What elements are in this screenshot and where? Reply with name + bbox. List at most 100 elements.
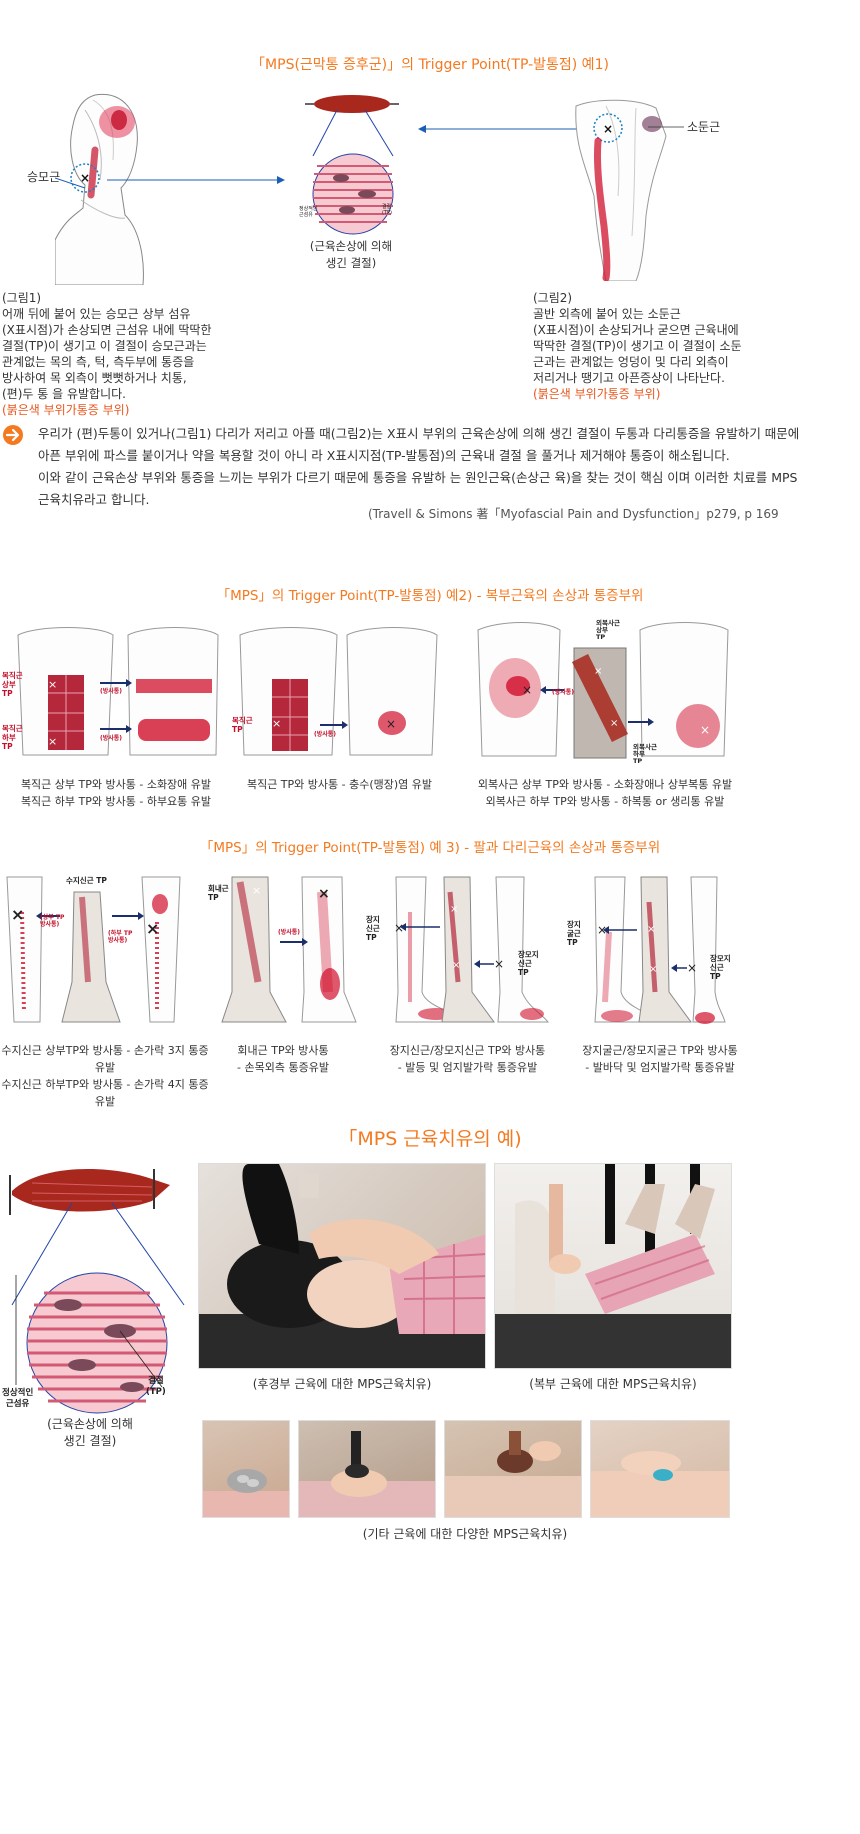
svg-text:×: × (494, 957, 504, 971)
label-oblique-upper-tp: 외복사근 상부 TP (596, 619, 620, 641)
s3-panel1-caption: 수지신근 상부TP와 방사통 - 손가락 3지 통증유발 수지신근 하부TP와 … (0, 1042, 210, 1110)
bottom-caption: (기타 근육에 대한 다양한 MPS근육치유) (362, 1527, 568, 1541)
fig1-line: 관계없는 목의 측, 턱, 측두부에 통증을 (2, 355, 195, 369)
muscle-nodule-illustration (9, 1169, 185, 1414)
section4-title: 「MPS 근육치유의 예) (338, 1128, 522, 1150)
body-line: 이와 같이 근육손상 부위와 통증을 느끼는 부위가 다르기 때문에 통증을 유… (38, 470, 798, 485)
label-rectus-upper-tp: 복직근 상부 TP (2, 671, 23, 698)
photo1-caption: (후경부 근육에 대한 MPS근육치유) (252, 1377, 432, 1391)
svg-text:×: × (522, 683, 532, 697)
label-hallucis-extensor-tp: 장모지 신근 TP (518, 950, 539, 977)
label-trapezius: 승모근 (27, 170, 61, 184)
rectus-abdominis-appendicitis-illustration: × × (239, 627, 438, 756)
fig1-description: (그림1) 어깨 뒤에 붙어 있는 승모근 상부 섬유 (X표시점)가 손상되면… (2, 290, 212, 418)
svg-text:×: × (252, 884, 261, 897)
caption-line: 장지굴근/장모지굴근 TP와 방사통 (582, 1044, 738, 1057)
fig2-line: 저리거나 땡기고 아픈증상이 나타난다. (533, 371, 725, 385)
label-gluteus-minimus: 소둔근 (687, 120, 721, 134)
svg-text:×: × (80, 171, 90, 185)
fig2-line: (X표시점)이 손상되거나 굳으면 근육내에 (533, 323, 739, 337)
fig1-line: 결절(TP)이 생기고 이 결절이 승모근과는 (2, 339, 207, 353)
label-oblique-lower-tp: 외복사근 하부 TP (633, 743, 657, 765)
photo-small-3 (444, 1420, 582, 1518)
photo-abdomen-treatment (494, 1163, 732, 1369)
label-hallucis-extensor-tp: 장모지 신근 TP (710, 954, 731, 981)
svg-text:×: × (649, 964, 657, 975)
body-line: 근육치유라고 합니다. (38, 492, 150, 507)
label-rectus-tp: 복직근 TP (232, 716, 253, 734)
fig1-line: 방사하여 목 외측이 뻣뻣하거나 치통, (2, 371, 187, 385)
pronator-illustration: × × (221, 876, 357, 1023)
section1-body: 우리가 (편)두통이 있거나(그림1) 다리가 저리고 아플 때(그림2)는 X… (38, 423, 848, 511)
tag-lower-radiating: (하부 TP 방사통) (108, 930, 133, 944)
fig2-line: (그림2) (533, 291, 573, 305)
arrow-left-to-center (55, 176, 285, 189)
label-finger-extensor-tp: 수지신근 TP (66, 876, 107, 885)
muscle-fiber-illustration (305, 95, 399, 235)
caption-line: 장지신근/장모지신근 TP와 방사통 (389, 1044, 546, 1057)
pointer-gluteus-minimus (648, 126, 684, 128)
tag-upper-radiating: (상부 TP 방사통) (40, 914, 65, 928)
fig2-red-note: (붉은색 부위가통증 부위) (533, 387, 661, 401)
photo-small-1 (202, 1420, 290, 1518)
caption-line: 생긴 결절) (63, 1434, 117, 1448)
label-toe-extensor-tp: 장지 신근 TP (366, 915, 380, 942)
fig2-description: (그림2) 골반 외측에 붙어 있는 소둔근 (X표시점)이 손상되거나 굳으면… (533, 290, 763, 402)
neck-trapezius-illustration: × (55, 93, 144, 285)
caption-line: 복직근 상부 TP와 방사통 - 소화장애 유발 (20, 778, 212, 791)
toe-flexor-illustration: × × × × (594, 876, 726, 1024)
panel3-caption: 외복사근 상부 TP와 방사통 - 소화장애나 상부복통 유발 외복사근 하부 … (465, 776, 745, 810)
toe-extensor-illustration: × × × × (394, 876, 550, 1023)
tag-radiating-lower: (방사통) (100, 735, 123, 742)
caption-line: 회내근 TP와 방사통 (237, 1044, 329, 1057)
fig1-red-note: (붉은색 부위가통증 부위) (2, 403, 130, 417)
center-caption: (근육손상에 의해 생긴 결절) (296, 238, 406, 272)
caption-line: 수지신근 하부TP와 방사통 - 손가락 4지 통증유발 (1, 1078, 209, 1108)
label-toe-flexor-tp: 장지 굴근 TP (567, 920, 581, 947)
svg-text:×: × (11, 905, 24, 924)
svg-text:×: × (452, 960, 460, 971)
small-scene-3 (445, 1431, 581, 1517)
fig2-line: 골반 외측에 붙어 있는 소둔근 (533, 307, 681, 321)
fig1-line: (그림1) (2, 291, 42, 305)
s3-panel3-caption: 장지신근/장모지신근 TP와 방사통 - 발등 및 엄지발가락 통증유발 (375, 1042, 560, 1076)
fig2-line: 딱딱한 결절(TP)이 생기고 이 결절이 소둔 (533, 339, 742, 353)
caption-line: 복직근 TP와 방사통 - 충수(맹장)염 유발 (246, 778, 433, 791)
svg-text:×: × (48, 678, 57, 691)
section3-title: 「MPS」의 Trigger Point(TP-발통점) 예 3) - 팔과 다… (199, 840, 661, 856)
caption-line: - 손목외측 통증유발 (237, 1061, 329, 1074)
caption-line: - 발바닥 및 엄지발가락 통증유발 (585, 1061, 735, 1074)
arrow-circle-icon (3, 425, 23, 445)
body-line: 아픈 부위에 파스를 붙이거나 약을 복용할 것이 아니 라 X표시지점(TP-… (38, 448, 730, 463)
fig2-line: 근과는 관계없는 엉덩이 및 다리 외측이 (533, 355, 729, 369)
panel2-caption: 복직근 TP와 방사통 - 충수(맹장)염 유발 (232, 776, 447, 793)
label-normal-fiber: 정상적인 근섬유 (2, 1388, 34, 1409)
caption-line: 복직근 하부 TP와 방사통 - 하부요통 유발 (20, 795, 212, 808)
svg-text:×: × (594, 666, 602, 677)
caption-line: 외복사근 상부 TP와 방사통 - 소화장애나 상부복통 유발 (477, 778, 733, 791)
fig1-line: 어깨 뒤에 붙어 있는 승모근 상부 섬유 (2, 307, 191, 321)
mini-label-nodule: 결절 (TP) (382, 204, 392, 216)
center-caption-line2: 생긴 결절) (325, 256, 377, 270)
body-line: 우리가 (편)두통이 있거나(그림1) 다리가 저리고 아플 때(그림2)는 X… (38, 426, 800, 441)
svg-text:×: × (48, 735, 57, 748)
photo-small-4 (590, 1420, 730, 1518)
s3-panel2-caption: 회내근 TP와 방사통 - 손목외측 통증유발 (208, 1042, 358, 1076)
tag-radiating: (방사통) (552, 689, 575, 696)
reference-citation: (Travell & Simons 著「Myofascial Pain and … (368, 507, 779, 521)
photo-neck-treatment (198, 1163, 486, 1369)
tag-radiating-upper: (방사통) (100, 688, 123, 695)
muscle-caption: (근육손상에 의해 생긴 결절) (20, 1416, 160, 1450)
photo2-caption: (복부 근육에 대한 MPS근육치유) (529, 1377, 697, 1391)
s3-panel4-caption: 장지굴근/장모지굴근 TP와 방사통 - 발바닥 및 엄지발가락 통증유발 (565, 1042, 755, 1076)
caption-line: - 발등 및 엄지발가락 통증유발 (397, 1061, 538, 1074)
svg-text:×: × (597, 923, 607, 937)
tag-radiating: (방사통) (278, 929, 301, 936)
section2-title: 「MPS」의 Trigger Point(TP-발통점) 예2) - 복부근육의… (216, 588, 644, 604)
neck-treatment-scene (199, 1164, 485, 1368)
svg-text:×: × (450, 904, 458, 915)
caption-line: 수지신근 상부TP와 방사통 - 손가락 3지 통증유발 (1, 1044, 209, 1074)
label-rectus-lower-tp: 복직근 하부 TP (2, 724, 23, 751)
panel1-caption: 복직근 상부 TP와 방사통 - 소화장애 유발 복직근 하부 TP와 방사통 … (2, 776, 230, 810)
caption-line: (근육손상에 의해 (47, 1417, 133, 1431)
